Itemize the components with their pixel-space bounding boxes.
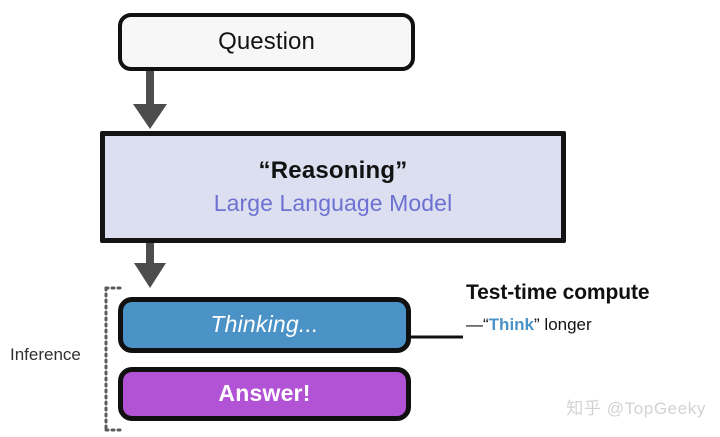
node-question[interactable]: Question (118, 13, 415, 71)
callout-quote-open: “ (483, 315, 489, 334)
node-answer-label: Answer! (218, 380, 311, 407)
node-llm-title: “Reasoning” (258, 156, 408, 184)
node-llm-subtitle: Large Language Model (213, 189, 453, 216)
node-reasoning-llm[interactable]: “Reasoning” Large Language Model (100, 131, 566, 243)
node-question-label: Question (218, 27, 315, 55)
node-answer[interactable]: Answer! (118, 367, 411, 421)
callout-keyword: Think (488, 315, 535, 334)
callout-subtitle: —“Think” longer (466, 315, 714, 335)
inference-bracket-label: Inference (10, 345, 81, 364)
watermark: 知乎 @TopGeeky (566, 399, 706, 418)
callout-suffix: longer (539, 315, 592, 334)
callout-test-time-compute: Test-time compute —“Think” longer (466, 281, 714, 335)
callout-title: Test-time compute (466, 281, 650, 304)
callout-quote-close: ” (534, 315, 540, 334)
callout-dash: — (466, 315, 483, 334)
arrow-question-to-llm (133, 71, 167, 129)
arrow-llm-to-thinking (134, 243, 166, 288)
inference-bracket (104, 286, 126, 432)
node-thinking-label: Thinking... (210, 311, 319, 338)
node-thinking[interactable]: Thinking... (118, 297, 411, 353)
